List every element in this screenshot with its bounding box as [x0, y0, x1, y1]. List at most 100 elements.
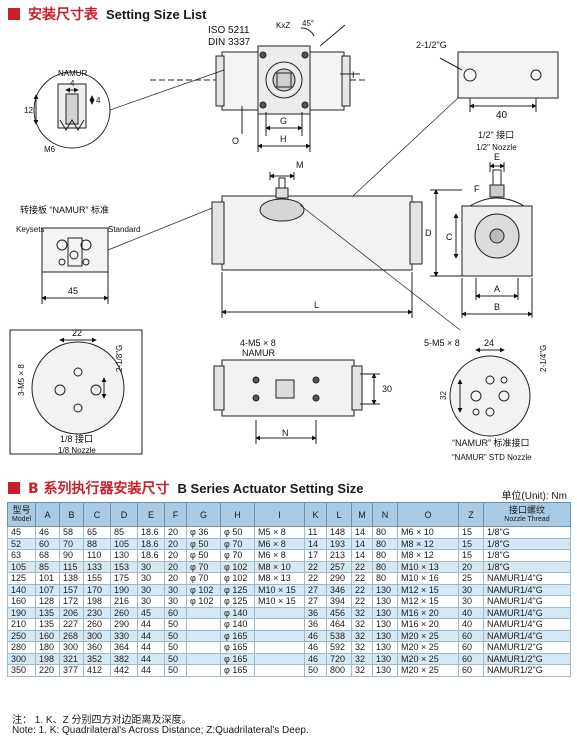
table-cell: φ 70 — [186, 572, 221, 585]
table-header-cell: I — [254, 502, 305, 527]
table-cell: 290 — [326, 572, 352, 585]
table-cell: M10 × 15 — [254, 595, 305, 608]
table-cell: M12 × 15 — [397, 595, 459, 608]
table-cell — [254, 641, 305, 654]
table-cell: 193 — [326, 537, 352, 550]
table-cell: 377 — [59, 664, 84, 677]
table-cell: 80 — [372, 572, 398, 585]
std-dim-32: 32 — [439, 391, 448, 400]
table-cell: 800 — [326, 664, 352, 677]
eighth-nozzle-detail — [9, 329, 143, 455]
table-cell: 300 — [7, 652, 36, 665]
table-cell: 130 — [110, 549, 138, 562]
table-header-cell: O — [397, 502, 459, 527]
table-header-cell: A — [35, 502, 60, 527]
header-main-label: C — [93, 509, 101, 520]
table-cell: 1/8"G — [483, 526, 571, 539]
std-port-label: 2-1/4"G — [539, 345, 548, 372]
table-cell: 20 — [458, 560, 484, 573]
header-main-label: B — [68, 509, 75, 520]
table-cell: 88 — [83, 537, 111, 550]
dim-c: C — [446, 232, 453, 242]
table-cell: 280 — [7, 641, 36, 654]
table-cell: M8 × 12 — [397, 537, 459, 550]
table-cell: 153 — [110, 560, 138, 573]
header-main-label: G — [199, 509, 207, 520]
table-cell: 50 — [164, 618, 187, 631]
table-cell: 32 — [351, 606, 373, 619]
table-cell: 1/8"G — [483, 560, 571, 573]
table-cell: M6 × 8 — [254, 549, 305, 562]
table-cell: 18.6 — [137, 526, 165, 539]
table-cell: 65 — [83, 526, 111, 539]
bottom-dim-30: 30 — [382, 384, 392, 394]
table-cell: 105 — [7, 560, 36, 573]
table-cell: φ 50 — [186, 537, 221, 550]
note-en: Note: 1. K: Quadrilateral's Across Dista… — [12, 725, 309, 736]
eighth-dim-22: 22 — [72, 328, 82, 338]
table-cell: 36 — [304, 606, 327, 619]
nozzle-dim-40: 40 — [496, 110, 508, 121]
table-cell: 22 — [351, 560, 373, 573]
table-cell: 45 — [137, 606, 165, 619]
table-cell: M5 × 8 — [254, 526, 305, 539]
eighth-3m5: 3-M5 × 8 — [17, 364, 26, 396]
table-cell: 213 — [326, 549, 352, 562]
table-cell: φ 125 — [220, 595, 255, 608]
dim-f: F — [474, 184, 480, 194]
table-cell: 115 — [59, 560, 84, 573]
table-cell: M6 × 10 — [397, 526, 459, 539]
table-cell: φ 102 — [186, 595, 221, 608]
table-cell: φ 102 — [220, 560, 255, 573]
table-cell: 46 — [304, 629, 327, 642]
table-cell: 50 — [164, 664, 187, 677]
table-cell: 592 — [326, 641, 352, 654]
table-cell: 101 — [35, 572, 60, 585]
table-cell: 30 — [137, 572, 165, 585]
table-cell: 22 — [304, 560, 327, 573]
header-square-icon — [8, 8, 20, 20]
table-cell: 50 — [164, 641, 187, 654]
table-cell: 140 — [7, 583, 36, 596]
table-cell: 210 — [7, 618, 36, 631]
table-cell: 160 — [35, 629, 60, 642]
table-cell: 216 — [110, 595, 138, 608]
table-cell: M20 × 25 — [397, 652, 459, 665]
namur-std-nozzle-detail — [449, 347, 531, 437]
std-dim-24: 24 — [484, 338, 494, 348]
port-g-label: 2-1/2"G — [416, 40, 447, 50]
table-cell: 382 — [110, 652, 138, 665]
table-cell: 85 — [110, 526, 138, 539]
table-cell — [254, 652, 305, 665]
table-cell: 44 — [137, 641, 165, 654]
installation-drawing: ISO 5211 DIN 3337 KxZ 45° G H I O M L N … — [9, 19, 559, 462]
dim-o: O — [232, 136, 239, 146]
table-cell: M20 × 25 — [397, 641, 459, 654]
table-cell: 227 — [59, 618, 84, 631]
table-cell: 290 — [110, 618, 138, 631]
table-header-cell: K — [304, 502, 327, 527]
table-cell: 60 — [458, 664, 484, 677]
namur-dim-12: 12 — [24, 106, 33, 115]
table-cell: φ 70 — [220, 549, 255, 562]
table-cell: 230 — [83, 606, 111, 619]
bottom-4m5: 4-M5 × 8 — [240, 338, 276, 348]
table-cell: 30 — [137, 583, 165, 596]
table-cell: φ 102 — [186, 583, 221, 596]
table-cell: 330 — [110, 629, 138, 642]
top-view — [150, 24, 365, 152]
table-cell: 180 — [35, 641, 60, 654]
std-nozzle-en: “NAMUR” STD Nozzle — [452, 453, 532, 462]
table-cell: 30 — [164, 583, 187, 596]
table-cell: 25 — [458, 572, 484, 585]
table-cell: M8 × 12 — [397, 549, 459, 562]
dim-m: M — [296, 160, 304, 170]
table-cell: 18.6 — [137, 537, 165, 550]
table-cell: φ 36 — [186, 526, 221, 539]
table-cell: 40 — [458, 606, 484, 619]
namur-m6: M6 — [44, 145, 56, 154]
